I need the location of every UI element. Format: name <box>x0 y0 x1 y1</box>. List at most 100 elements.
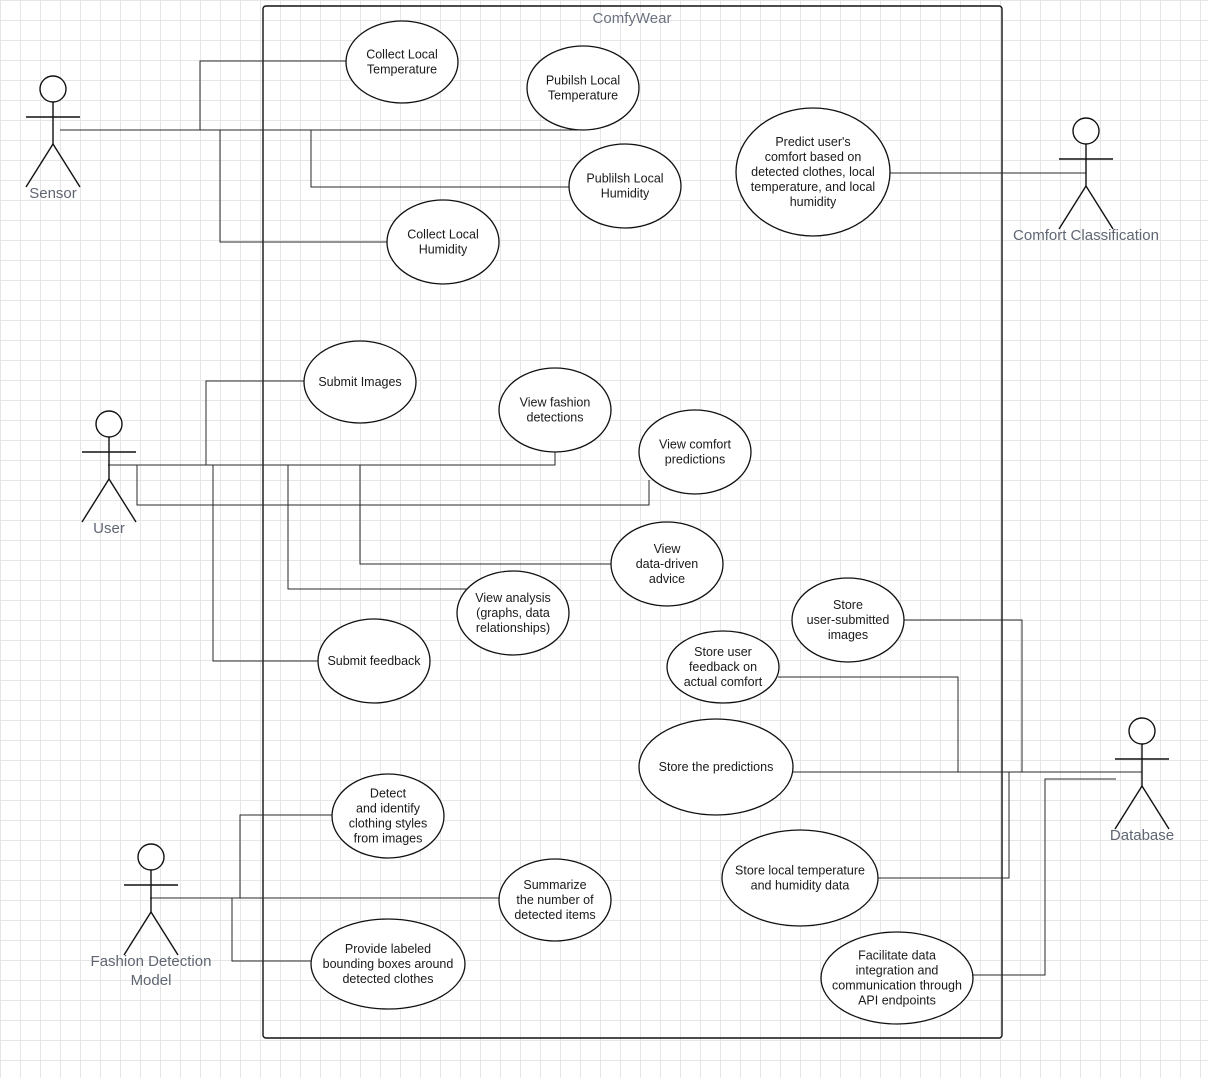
use-case-label: and humidity data <box>751 879 850 893</box>
use-case-label: API endpoints <box>858 994 936 1008</box>
use-case-oval <box>568 143 682 229</box>
use-case-oval <box>498 367 612 453</box>
use-case-label: Collect Local <box>407 228 479 242</box>
connector-fashion-bounding-boxes <box>150 897 311 962</box>
use-case-label: Temperature <box>548 89 618 103</box>
use-case-label: images <box>828 628 868 642</box>
use-case-label: clothing styles <box>349 817 428 831</box>
use-case-label: detected items <box>514 908 595 922</box>
use-case-label: and identify <box>356 802 421 816</box>
use-case-oval <box>638 409 752 495</box>
use-case-oval <box>666 630 780 704</box>
use-case-label: detected clothes, local <box>751 165 875 179</box>
connector-user-view-advice <box>206 464 612 565</box>
actor-label: Sensor <box>29 185 77 202</box>
use-case-label: (graphs, data <box>476 606 550 620</box>
use-case-oval <box>317 618 431 704</box>
use-case-label: predictions <box>665 453 725 467</box>
actor-head <box>1128 717 1156 745</box>
use-case-store-predictions: Store the predictions <box>638 718 794 816</box>
use-case-label: Pubilsh Local <box>546 74 620 88</box>
use-case-label: advice <box>649 572 685 586</box>
use-case-oval <box>735 107 891 237</box>
use-case-label: Collect Local <box>366 48 438 62</box>
use-case-label: user-submitted <box>807 613 890 627</box>
connector-user-submit-feedback <box>206 464 318 662</box>
use-case-label: bounding boxes around <box>323 957 454 971</box>
actor-label: User <box>93 520 125 537</box>
actor-left-leg <box>81 478 110 523</box>
actor-left-leg <box>1058 185 1087 230</box>
use-case-oval <box>610 521 724 607</box>
actor-label: Fashion Detection <box>91 953 212 970</box>
use-case-label: Summarize <box>523 878 586 892</box>
use-case-label: from images <box>354 832 423 846</box>
use-case-oval <box>456 570 570 656</box>
connector-user-view-analysis <box>206 464 470 590</box>
use-case-oval <box>638 718 794 816</box>
use-case-label: communication through <box>832 979 962 993</box>
use-case-label: Detect <box>370 787 407 801</box>
use-case-label: detections <box>527 411 584 425</box>
connector-sensor-collect-temperature <box>60 60 346 131</box>
use-case-oval <box>331 773 445 859</box>
actor-comfort: Comfort Classification <box>1013 117 1159 244</box>
use-case-label: Store user <box>694 645 752 659</box>
use-case-oval <box>310 918 466 1010</box>
actor-left-leg <box>25 143 54 188</box>
connector-db-store-temp-humidity <box>878 772 1010 879</box>
use-case-label: Store local temperature <box>735 864 865 878</box>
use-case-label: Temperature <box>367 63 437 77</box>
use-case-label: temperature, and local <box>751 180 875 194</box>
actor-right-leg <box>150 911 179 956</box>
actor-user: User <box>81 410 137 537</box>
use-case-label: the number of <box>516 893 594 907</box>
use-case-label: integration and <box>856 964 939 978</box>
actor-label: Comfort Classification <box>1013 227 1159 244</box>
actor-left-leg <box>123 911 152 956</box>
actor-database: Database <box>1110 717 1174 844</box>
use-case-label: View analysis <box>475 591 551 605</box>
use-case-label: Predict user's <box>775 135 850 149</box>
connectors <box>60 60 1142 976</box>
use-case-label: Store <box>833 598 863 612</box>
use-case-label: View <box>654 542 682 556</box>
actor-right-leg <box>108 478 137 523</box>
use-case-label: Publilsh Local <box>586 172 663 186</box>
use-case-label: humidity <box>790 195 837 209</box>
actor-head <box>1072 117 1100 145</box>
use-case-label: View fashion <box>520 396 591 410</box>
use-case-label: Humidity <box>601 187 650 201</box>
use-case-label: feedback on <box>689 660 757 674</box>
actor-right-leg <box>52 143 81 188</box>
use-case-label: Humidity <box>419 243 468 257</box>
use-case-label: relationships) <box>476 621 550 635</box>
use-case-label: View comfort <box>659 438 732 452</box>
use-case-label: Provide labeled <box>345 942 431 956</box>
connector-db-facilitate <box>972 778 1116 976</box>
connector-sensor-collect-humidity <box>200 129 388 243</box>
use-case-oval <box>303 340 417 424</box>
actor-sensor: Sensor <box>25 75 81 202</box>
use-case-oval <box>345 20 459 104</box>
connector-sensor-publish-humidity <box>200 129 570 188</box>
actor-head <box>95 410 123 438</box>
use-case-oval <box>791 577 905 663</box>
actor-label: Database <box>1110 827 1174 844</box>
system-boundary <box>262 5 1003 1039</box>
use-case-label: Submit Images <box>318 375 401 389</box>
actor-head <box>39 75 67 103</box>
